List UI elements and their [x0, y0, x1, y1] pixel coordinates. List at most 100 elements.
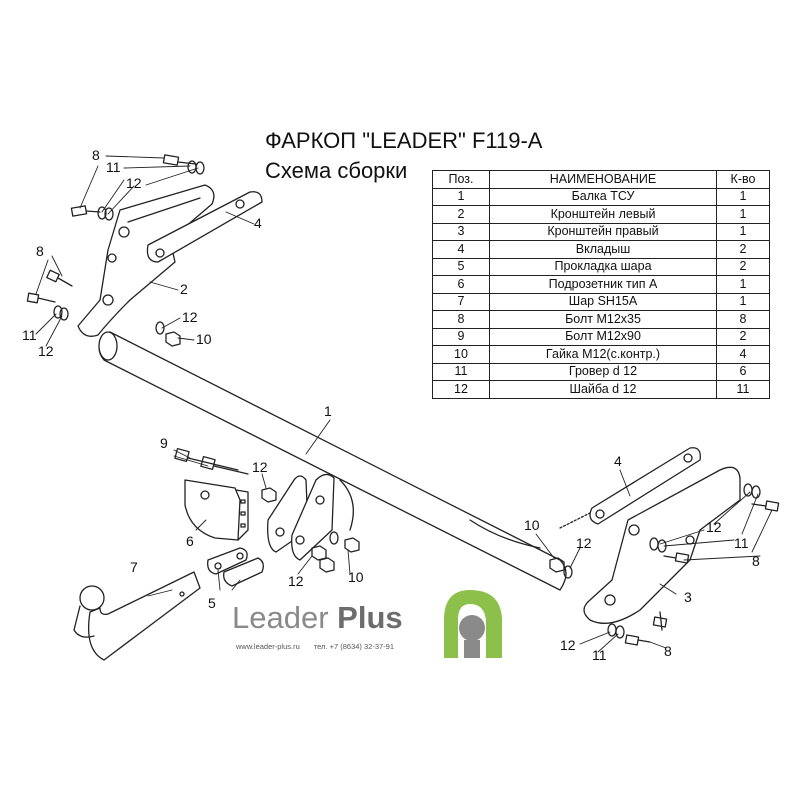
brand-name: Leader Plus [232, 600, 403, 636]
cell-position: 7 [432, 292, 490, 311]
cell-position: 2 [432, 205, 490, 224]
cell-quantity: 1 [716, 205, 770, 224]
brand-word-leader: Leader [232, 600, 329, 635]
cell-quantity: 2 [716, 327, 770, 346]
callout-number: 4 [614, 453, 622, 469]
callout-number: 11 [106, 159, 121, 175]
callout-number: 6 [186, 533, 194, 549]
cell-position: 10 [432, 345, 490, 364]
cell-position: 1 [432, 187, 490, 206]
callout-number: 12 [126, 175, 142, 191]
callout-number: 8 [36, 243, 44, 259]
cell-name: Шар SH15A [489, 292, 717, 311]
cell-position: 6 [432, 275, 490, 294]
callout-number: 11 [22, 327, 37, 343]
col-header-position: Поз. [432, 170, 490, 189]
callout-number: 12 [182, 309, 198, 325]
cell-name: Кронштейн правый [489, 222, 717, 241]
callout-number: 12 [560, 637, 576, 653]
callout-number: 8 [752, 553, 760, 569]
cell-name: Балка ТСУ [489, 187, 717, 206]
cell-position: 5 [432, 257, 490, 276]
cell-quantity: 2 [716, 257, 770, 276]
brand-word-plus: Plus [337, 600, 403, 635]
callout-number: 8 [92, 147, 100, 163]
cell-name: Болт М12х90 [489, 327, 717, 346]
cell-name: Вкладыш [489, 240, 717, 259]
cell-position: 12 [432, 380, 490, 399]
callout-number: 4 [254, 215, 262, 231]
callout-number: 5 [208, 595, 216, 611]
callout-number: 2 [180, 281, 188, 297]
ball-spacers [207, 547, 264, 587]
callout-number: 12 [288, 573, 304, 589]
callout-number: 11 [592, 647, 607, 663]
cell-quantity: 8 [716, 310, 770, 329]
callout-number: 3 [684, 589, 692, 605]
callout-number: 10 [524, 517, 540, 533]
diagram-subtitle: Схема сборки [265, 158, 408, 183]
callout-number: 8 [664, 643, 672, 659]
cell-position: 3 [432, 222, 490, 241]
leader-lines [35, 155, 773, 653]
right-bracket [583, 466, 741, 624]
cell-position: 4 [432, 240, 490, 259]
insert-plate-right [589, 447, 701, 525]
insert-plate-top [146, 191, 263, 263]
bolts-right [607, 483, 780, 646]
callout-number: 10 [196, 331, 212, 347]
cell-name: Гровер d 12 [489, 362, 717, 381]
parts-table-header: Поз. НАИМЕНОВАНИЕ К-во [432, 170, 770, 189]
callout-number: 12 [38, 343, 54, 359]
bolts-top [26, 154, 197, 304]
beam-side-plates [267, 473, 354, 561]
brand-website: www.leader-plus.ru [236, 642, 300, 651]
tow-ball [73, 571, 201, 661]
left-bracket [77, 184, 215, 337]
cell-quantity: 6 [716, 362, 770, 381]
callout-number: 1 [324, 403, 332, 419]
diagram-title: ФАРКОП "LEADER" F119-A [265, 128, 543, 153]
nuts-right-beam [549, 557, 573, 579]
cell-name: Гайка М12(с.контр.) [489, 345, 717, 364]
cell-name: Прокладка шара [489, 257, 717, 276]
callout-number: 12 [576, 535, 592, 551]
brand-contact: www.leader-plus.ru тел. +7 (8634) 32-37-9… [236, 642, 394, 651]
cell-quantity: 4 [716, 345, 770, 364]
cell-quantity: 1 [716, 292, 770, 311]
cell-quantity: 1 [716, 187, 770, 206]
cell-name: Шайба d 12 [489, 380, 717, 399]
callout-number: 12 [252, 459, 268, 475]
cell-name: Кронштейн левый [489, 205, 717, 224]
callout-number: 7 [130, 559, 138, 575]
cell-name: Подрозетник тип А [489, 275, 717, 294]
cell-name: Болт М12х35 [489, 310, 717, 329]
cell-position: 8 [432, 310, 490, 329]
cell-quantity: 11 [716, 380, 770, 399]
callout-number: 10 [348, 569, 364, 585]
callout-number: 12 [706, 519, 722, 535]
cell-position: 9 [432, 327, 490, 346]
col-header-quantity: К-во [716, 170, 770, 189]
brand-phone: тел. +7 (8634) 32-37-91 [313, 642, 395, 651]
washers-top [53, 160, 205, 347]
col-header-name: НАИМЕНОВАНИЕ [489, 170, 717, 189]
cell-position: 11 [432, 362, 490, 381]
cell-quantity: 2 [716, 240, 770, 259]
